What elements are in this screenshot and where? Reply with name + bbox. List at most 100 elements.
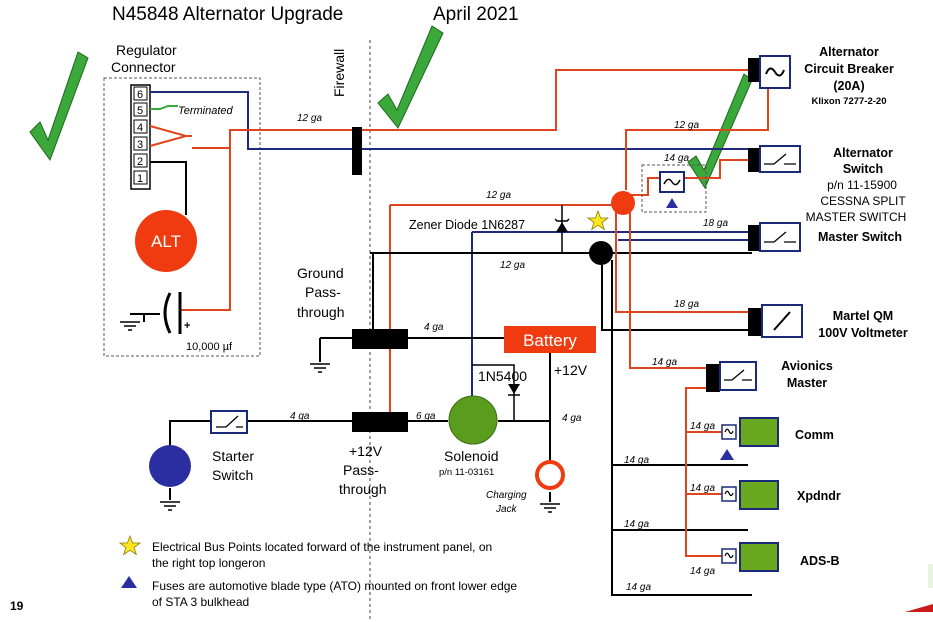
red-cb-bus-wire xyxy=(625,70,769,190)
gauge-label: 4 ga xyxy=(562,413,582,424)
regulator-box xyxy=(103,77,261,357)
pin-2-label: 2 xyxy=(137,156,143,168)
alt-cb-label-1: Alternator xyxy=(819,45,879,59)
capacitor-icon xyxy=(163,292,182,334)
charging-jack-label-1: Charging xyxy=(486,490,527,501)
pin-4-label: 4 xyxy=(137,122,143,134)
regulator-label-2: Connector xyxy=(111,59,176,75)
voltmeter-needle-icon xyxy=(773,311,791,331)
gauge-label: 14 ga xyxy=(652,357,677,368)
gauge-label: 12 ga xyxy=(674,120,699,131)
gauge-label: 18 ga xyxy=(703,218,728,229)
alt-switch-label-4: CESSNA SPLIT xyxy=(820,194,906,208)
diode-icon xyxy=(508,384,520,396)
bus-point-positive xyxy=(611,191,635,215)
legend-star-text-1: Electrical Bus Points located forward of… xyxy=(152,540,492,554)
gauge-label: 14 ga xyxy=(624,519,649,530)
terminated-label: Terminated xyxy=(178,105,234,117)
gauge-label: 12 ga xyxy=(500,260,525,271)
charging-jack-label-2: Jack xyxy=(495,504,518,515)
solenoid xyxy=(448,395,498,445)
plus12v-pass-label-1: +12V xyxy=(349,443,383,459)
red-sense-wedge xyxy=(149,125,190,147)
legend-triangle-text-1: Fuses are automotive blade type (ATO) mo… xyxy=(152,579,517,593)
gauge-label: 14 ga xyxy=(624,455,649,466)
alt-cb-label-3: (20A) xyxy=(833,79,864,93)
xpdndr-fuse-icon xyxy=(721,486,737,502)
fuse-icon xyxy=(659,171,685,193)
ground-icon xyxy=(540,503,560,513)
ground-icon xyxy=(160,501,180,511)
page-number: 19 xyxy=(10,599,24,613)
red-avionics-wire xyxy=(629,205,706,369)
alt-switch-label-1: Alternator xyxy=(833,146,893,160)
legend-triangle-text-2: of STA 3 bulkhead xyxy=(152,595,249,609)
gauge-label: 14 ga xyxy=(690,421,715,432)
red-voltmeter-wire xyxy=(615,195,752,313)
alternator-label: ALT xyxy=(151,232,181,251)
regulator-connector: 6 5 4 3 2 1 xyxy=(130,84,151,190)
red-avionics-bus xyxy=(685,387,722,557)
zener-diode-icon xyxy=(554,218,570,232)
plus12v-passthrough xyxy=(352,412,408,432)
corner-decoration xyxy=(905,564,933,612)
alt-switch-label-3: p/n 11-15900 xyxy=(827,178,897,192)
gauge-label: 14 ga xyxy=(690,566,715,577)
gauge-label: 12 ga xyxy=(486,190,511,201)
starter-motor xyxy=(149,445,191,487)
charging-jack xyxy=(535,460,565,490)
regulator-label-1: Regulator xyxy=(116,42,177,58)
pin-1-label: 1 xyxy=(137,173,143,185)
ground-icon xyxy=(310,363,330,373)
comm-fuse-triangle-icon xyxy=(720,449,734,460)
pin-3-label: 3 xyxy=(137,139,143,151)
battery xyxy=(504,326,596,353)
breaker-icon xyxy=(765,67,785,77)
zener-label: Zener Diode 1N6287 xyxy=(409,218,525,232)
firewall-label: Firewall xyxy=(331,49,347,97)
adsb-fuse-icon xyxy=(721,548,737,564)
alt-switch-label-2: Switch xyxy=(843,162,883,176)
gauge-label: 14 ga xyxy=(626,582,651,593)
xpdndr-label: Xpdndr xyxy=(797,489,841,503)
master-switch-label: Master Switch xyxy=(818,230,902,244)
gauge-label: 6 ga xyxy=(416,411,436,422)
alt-cb-label-2: Circuit Breaker xyxy=(804,62,894,76)
adsb-label: ADS-B xyxy=(800,554,840,568)
comm-label: Comm xyxy=(795,428,834,442)
starter-switch-label-2: Switch xyxy=(212,467,253,483)
avionics-master-label-1: Avionics xyxy=(781,359,833,373)
legend-star-icon xyxy=(118,534,142,556)
gauge-label: 18 ga xyxy=(674,299,699,310)
ground-passthrough xyxy=(352,329,408,349)
starter-switch-label-1: Starter xyxy=(212,448,254,464)
check-mark-icon xyxy=(377,25,444,129)
alt-cb-label-4: Klixon 7277-2-20 xyxy=(812,96,887,107)
black-ground-bus xyxy=(611,260,752,596)
diagram-title: N45848 Alternator Upgrade xyxy=(112,4,343,25)
red-alt-cb-wire xyxy=(192,69,752,149)
avionics-master-switch xyxy=(719,361,757,391)
gauge-label: 14 ga xyxy=(690,483,715,494)
check-mark-icon xyxy=(687,73,753,190)
legend-star-text-2: the right top longeron xyxy=(152,556,265,570)
red-capacitor-wire xyxy=(180,148,231,311)
voltmeter-label-1: Martel QM xyxy=(833,309,893,323)
capacitor-value: 10,000 µf xyxy=(186,341,233,353)
legend-triangle-icon xyxy=(121,576,137,588)
solenoid-label: Solenoid xyxy=(444,448,499,464)
alt-switch-label-5: MASTER SWITCH xyxy=(806,210,907,224)
red-alt-switch-wire xyxy=(660,159,752,179)
pin-6-label: 6 xyxy=(137,89,143,101)
gauge-label: 14 ga xyxy=(664,153,689,164)
ground-pass-label-3: through xyxy=(297,304,344,320)
comm-fuse-icon xyxy=(721,424,737,440)
diagram-date: April 2021 xyxy=(433,4,519,25)
solenoid-pn: p/n 11-03161 xyxy=(439,467,494,478)
plus12v-pass-label-2: Pass- xyxy=(343,462,379,478)
ground-pass-label-2: Pass- xyxy=(305,284,341,300)
transponder xyxy=(739,480,779,510)
pin-5-label: 5 xyxy=(137,105,143,117)
alternator xyxy=(135,210,197,272)
